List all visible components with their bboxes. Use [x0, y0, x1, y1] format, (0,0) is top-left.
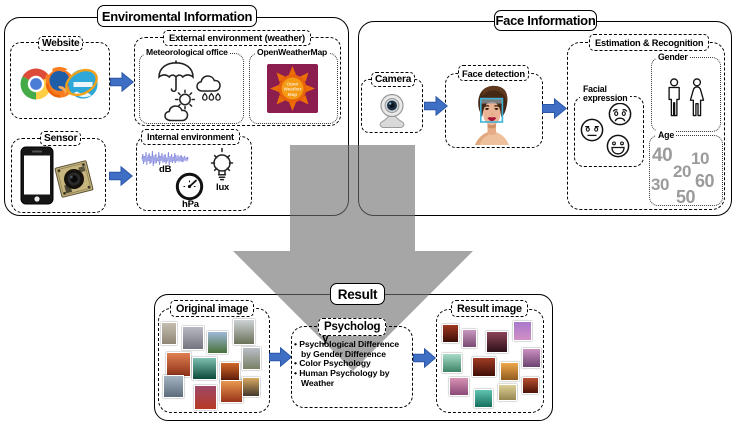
- arrow-original-to-psychology-icon: [269, 347, 292, 367]
- photo-tile: [522, 377, 539, 394]
- pressure-gauge-icon: [175, 172, 204, 201]
- age-box: [649, 135, 723, 206]
- photo-tile: [500, 362, 519, 381]
- umbrella-icon: [158, 60, 194, 93]
- photo-tile: [220, 380, 243, 403]
- photo-tile: [182, 326, 204, 350]
- owm-logo-text-3: Map: [288, 92, 297, 97]
- photo-tile: [233, 319, 255, 345]
- photo-tile: [513, 321, 532, 341]
- sensor-label: Sensor: [40, 131, 82, 146]
- age-value: 20: [673, 162, 691, 181]
- environmental-information-title: Enviromental Information: [97, 5, 257, 27]
- openweathermap-label: OpenWeatherMap: [255, 47, 330, 57]
- age-value: 30: [651, 175, 669, 194]
- facial-expression-label: Facial expression: [580, 85, 631, 103]
- arrow-sensor-to-internal-icon: [109, 166, 133, 186]
- light-bulb-icon: [210, 147, 234, 181]
- camera-module-icon: [54, 160, 94, 198]
- gender-label: Gender: [656, 52, 690, 62]
- sun-cloud-icon: [164, 89, 196, 122]
- photo-tile: [498, 384, 517, 401]
- face-detection-label: Face detection: [458, 65, 529, 81]
- webcam-icon: [379, 93, 405, 128]
- photo-tile: [522, 348, 541, 368]
- db-label: dB: [159, 164, 172, 175]
- photo-tile: [163, 375, 184, 398]
- photo-tile: [472, 357, 496, 377]
- original-image-label: Original image: [170, 300, 255, 317]
- owm-logo-text-1: Open: [287, 82, 299, 87]
- website-label: Website: [38, 36, 84, 51]
- photo-tile: [166, 352, 191, 377]
- smartphone-icon: [20, 146, 54, 205]
- photo-tile: [442, 353, 462, 373]
- meteorological-office-label: Meteorological office: [144, 47, 230, 57]
- psychology-bullet: • Psychological Difference by Gender Dif…: [294, 339, 400, 359]
- psychology-bullet: • Human Psychology by Weather: [294, 368, 390, 388]
- result-image-label: Result image: [451, 300, 528, 317]
- photo-tile: [242, 347, 261, 370]
- annoyed-face-icon: [580, 118, 604, 142]
- gender-figures-icon: [668, 78, 705, 117]
- age-value: 40: [652, 145, 673, 166]
- arrow-camera-to-detection-icon: [424, 96, 448, 116]
- age-label: Age: [656, 130, 677, 140]
- psychology-bullets: • Psychological Difference by Gender Dif…: [294, 339, 410, 389]
- result-title: Result: [330, 283, 385, 305]
- face-information-title: Face Information: [494, 10, 597, 31]
- arrow-website-to-external-icon: [110, 72, 134, 92]
- age-value: 50: [676, 187, 696, 207]
- age-value: 60: [695, 171, 715, 191]
- owm-logo-text-2: Weather: [283, 87, 301, 92]
- arrow-psychology-to-result-icon: [413, 348, 436, 368]
- internal-environment-label: Internal environment: [141, 129, 240, 145]
- arrow-detection-to-estimation-icon: [542, 98, 567, 119]
- photo-tile: [462, 329, 477, 348]
- lux-label: lux: [216, 182, 230, 193]
- browser-logos-icon: [20, 66, 98, 100]
- openweathermap-logo-icon: Open Weather Map: [267, 64, 318, 113]
- photo-tile: [194, 385, 217, 410]
- photo-tile: [192, 357, 217, 380]
- age-value: 10: [691, 149, 709, 168]
- sound-waveform-icon: [141, 150, 189, 167]
- sad-face-icon: [608, 102, 632, 126]
- rain-cloud-icon: [196, 75, 221, 101]
- estimation-recognition-label: Estimation & Recognition: [589, 34, 710, 51]
- chrome-icon: [20, 68, 52, 100]
- photo-tile: [474, 389, 493, 408]
- photo-tile: [486, 331, 508, 353]
- photo-tile: [449, 377, 469, 396]
- internet-explorer-icon: [65, 68, 98, 99]
- photo-tile: [242, 377, 260, 397]
- photo-tile: [207, 331, 228, 354]
- external-environment-label: External environment (weather): [163, 30, 312, 46]
- camera-label: Camera: [371, 72, 416, 87]
- hpa-label: hPa: [182, 199, 199, 210]
- photo-tile: [442, 324, 459, 343]
- photo-tile: [161, 322, 177, 345]
- happy-face-icon: [606, 134, 630, 158]
- woman-face-icon: [475, 85, 509, 145]
